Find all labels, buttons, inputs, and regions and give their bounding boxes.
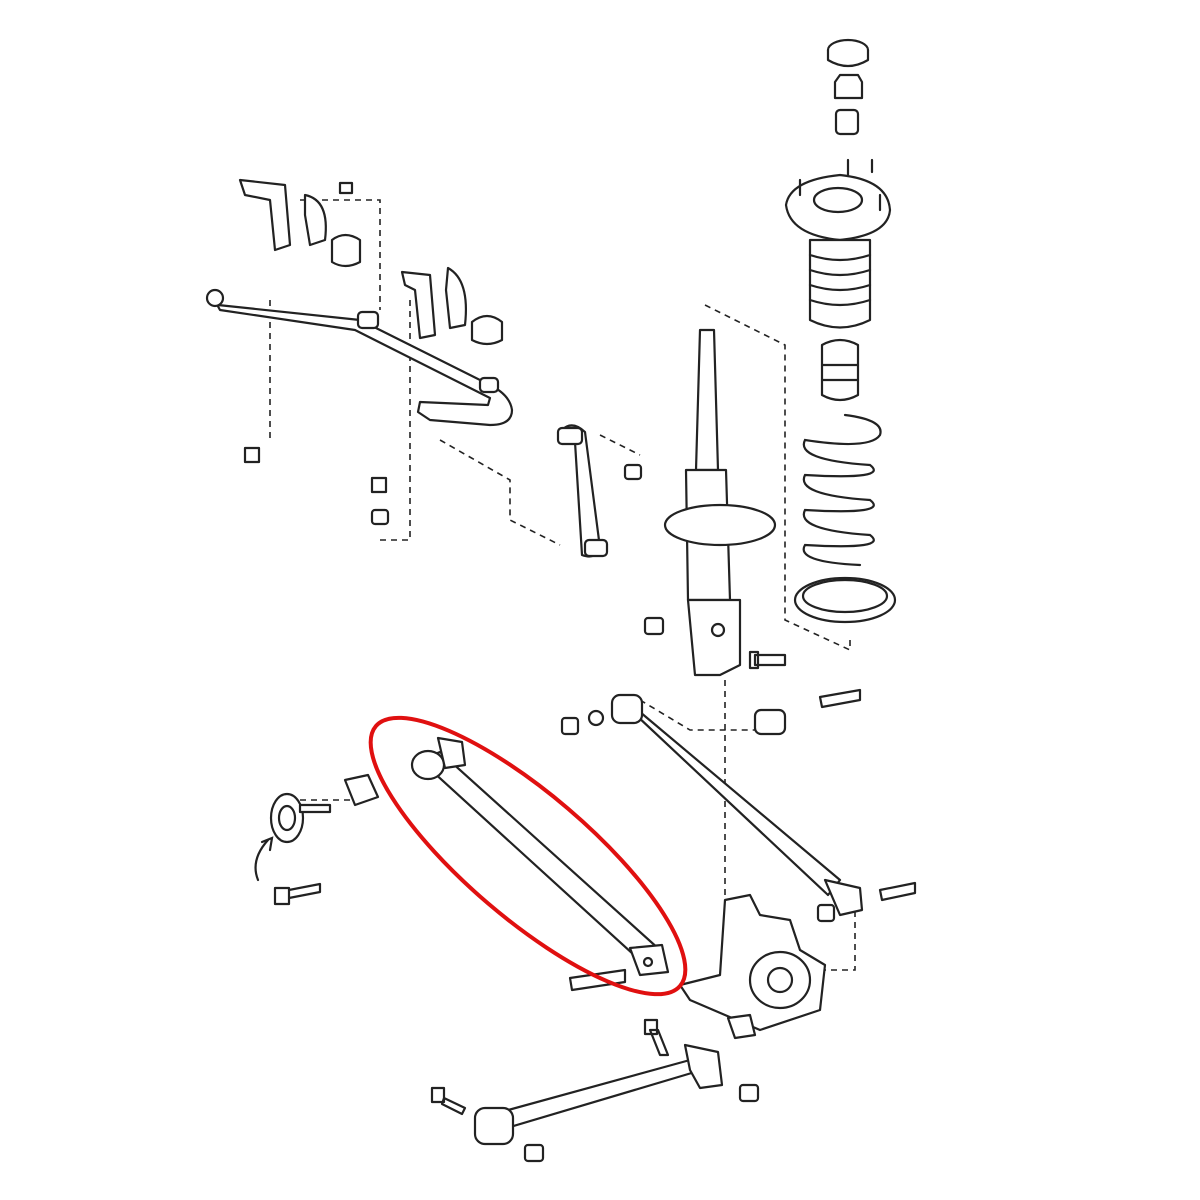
stabilizer-bracket-right bbox=[400, 266, 467, 340]
control-arm-bolt bbox=[568, 968, 627, 992]
strut-bolt bbox=[748, 650, 787, 670]
coil-spring bbox=[802, 413, 882, 567]
rear-control-arm bbox=[410, 736, 670, 977]
lower-lateral-arm bbox=[430, 1018, 760, 1163]
strut-nut-small bbox=[643, 616, 665, 636]
control-arm-bushing bbox=[343, 773, 380, 807]
stabilizer-bushing-right bbox=[470, 314, 504, 346]
shock-absorber-strut bbox=[663, 328, 777, 677]
lower-spring-seat bbox=[793, 576, 897, 624]
bump-stop bbox=[820, 338, 860, 402]
upper-mount bbox=[784, 158, 892, 242]
strut-top-cap bbox=[826, 38, 870, 68]
rear-axle-carrier bbox=[678, 893, 827, 1040]
strut-spacer bbox=[834, 108, 860, 136]
stabilizer-bracket-left bbox=[238, 178, 327, 252]
highlight-ellipse-icon bbox=[368, 715, 688, 997]
stabilizer-bushing-left bbox=[330, 233, 362, 268]
dust-boot bbox=[808, 238, 872, 329]
stabilizer-bolts bbox=[243, 181, 390, 526]
strut-nut bbox=[833, 73, 864, 100]
camber-washer bbox=[269, 792, 332, 906]
stabilizer-link bbox=[556, 424, 643, 558]
upper-lateral-arm bbox=[560, 688, 917, 923]
stabilizer-bar bbox=[205, 288, 514, 427]
curved-arrow-icon bbox=[254, 836, 274, 882]
